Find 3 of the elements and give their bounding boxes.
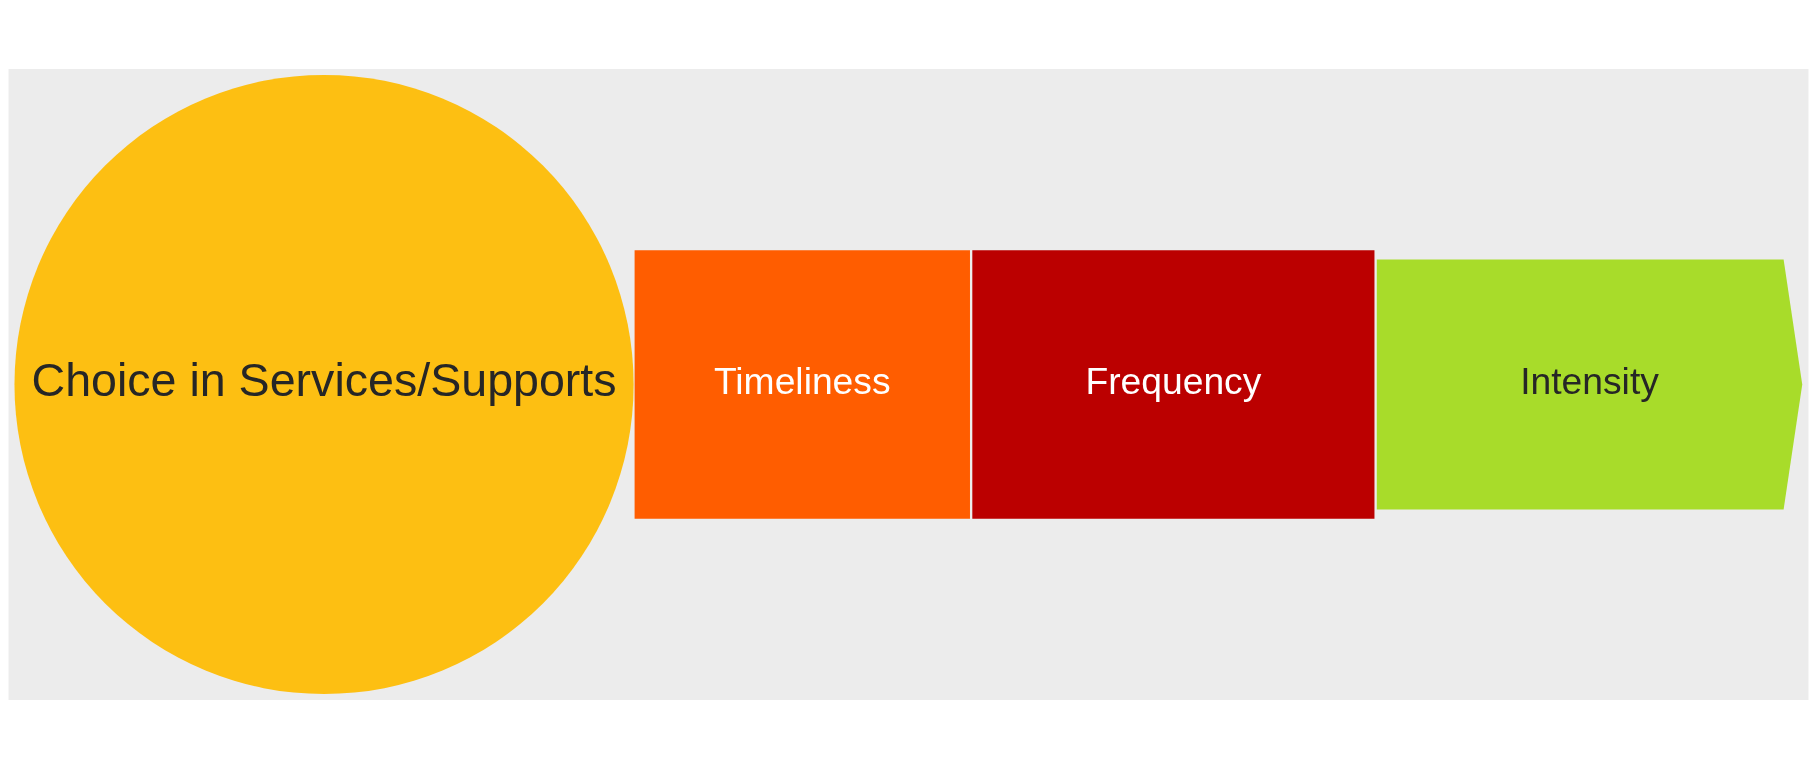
- node-circle: Choice in Services/Supports: [14, 74, 634, 695]
- node-box: Timeliness: [634, 250, 970, 519]
- node-box: Frequency: [972, 250, 1375, 519]
